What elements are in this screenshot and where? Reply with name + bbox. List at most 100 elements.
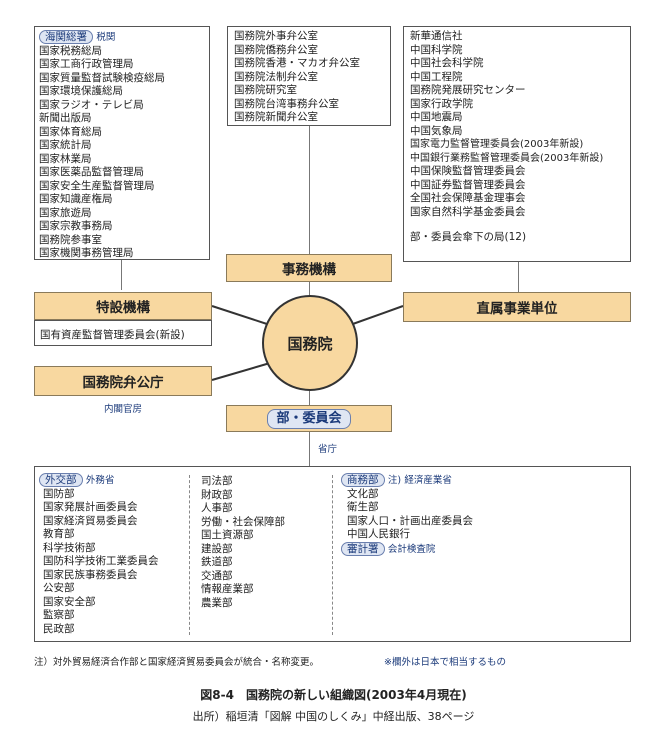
list-item: 国家人口・計画出産委員会: [347, 514, 473, 527]
col1-label: 外交部: [39, 473, 83, 487]
connector-jimu-circle: [309, 282, 310, 296]
list-item: 中国銀行業務監督管理委員会(2003年新設): [410, 152, 604, 164]
list-item: 国務院参事室: [39, 233, 102, 246]
col3-label-note2: 経済産業省: [404, 475, 452, 486]
col3-label: 商務部: [341, 473, 385, 487]
list-item: 国家統計局: [39, 139, 92, 151]
list-item: 鉄道部: [201, 556, 233, 568]
list-item: 国家工商行政管理局: [39, 58, 134, 70]
list-item: 建設部: [201, 542, 233, 555]
list-item: 民政部: [43, 622, 75, 635]
kokumuin-circle: 国務院: [262, 295, 358, 391]
list-item: 新聞出版局: [39, 112, 92, 124]
col3-label-note: 注): [387, 475, 402, 486]
tokusetsu-item-box: 国有資産監督管理委員会(新設): [34, 320, 212, 346]
list-item: 中国工程院: [410, 70, 463, 83]
list-item: 中国科学院: [410, 43, 463, 56]
bu-iinkai-label: 部・委員会: [267, 408, 351, 429]
list-item: 新華通信社: [410, 30, 463, 42]
list-item: 教育部: [43, 528, 75, 540]
list-item: 農業部: [201, 596, 233, 609]
list-item: 文化部: [347, 487, 379, 500]
footnote-right: ※欄外は日本で相当するもの: [384, 657, 506, 668]
col3-header: 商務部 注) 経済産業省: [341, 473, 473, 488]
col1-label-note: 外務省: [85, 475, 115, 486]
list-item: 衛生部: [347, 501, 379, 513]
tokusetsu-item: 国有資産監督管理委員会(新設): [40, 329, 185, 341]
list-item: 国家安全部: [43, 595, 96, 608]
bu-iinkai-box: 部・委員会: [226, 405, 392, 432]
caption-source: 出所）稲垣清「図解 中国のしくみ」中経出版、38ページ: [192, 710, 475, 723]
list-item: 国家質量監督試験検疫総局: [39, 71, 165, 84]
list-item: 国務院外事弁公室: [234, 30, 318, 42]
list-item: 中国保険監督管理委員会: [410, 165, 526, 177]
tokusetsu-kikou-box: 特設機構: [34, 292, 212, 320]
connector-bu-bottom: [309, 432, 310, 466]
list-item: 中国気象局: [410, 124, 463, 137]
list-item: 国家電力監督管理委員会(2003年新設): [410, 139, 584, 150]
list-item: 国家行政学院: [410, 97, 473, 110]
jimu-kikou-box: 事務機構: [226, 254, 392, 282]
left-top-header: 海関総署 税関: [39, 30, 165, 45]
list-item: 科学技術部: [43, 541, 96, 554]
list-item: 国家環境保護総局: [39, 85, 123, 97]
list-item: 財政部: [201, 488, 233, 501]
list-item: 国家発展計画委員会: [43, 501, 138, 513]
list-item: 国家林業局: [39, 152, 92, 165]
bengocho-note: 内閣官房: [103, 404, 142, 415]
bu-iinkai-note: 省庁: [318, 444, 338, 455]
bottom-col1: 外交部 外務省 国防部 国家発展計画委員会 国家経済貿易委員会 教育部 科学技術…: [39, 473, 159, 636]
list-item: 中国地震局: [410, 111, 463, 123]
list-item: 国家旅遊局: [39, 206, 92, 219]
middle-top-box: 国務院外事弁公室 国務院僑務弁公室 国務院香港・マカオ弁公室 国務院法制弁公室 …: [227, 26, 391, 126]
list-item: 情報産業部: [201, 583, 254, 595]
right-top-box: 新華通信社 中国科学院 中国社会科学院 中国工程院 国務院発展研究センター 国家…: [403, 26, 631, 262]
list-item: 国家安全生産監督管理局: [39, 179, 155, 192]
list-item: 中国社会科学院: [410, 57, 484, 69]
list-item: 国家自然科学基金委員会: [410, 205, 526, 218]
bottom-box: 外交部 外務省 国防部 国家発展計画委員会 国家経済貿易委員会 教育部 科学技術…: [34, 466, 631, 642]
list-item: 国家経済貿易委員会: [43, 514, 138, 527]
col3-label2-note: 会計検査院: [387, 543, 436, 555]
list-item: 国家知識産権局: [39, 193, 113, 205]
connector-left-top: [121, 260, 122, 290]
list-item: 国務院研究室: [234, 84, 297, 96]
list-item: 国家体育総局: [39, 125, 102, 138]
bottom-col2: 司法部 財政部 人事部 労働・社会保障部 国土資源部 建設部 鉄道部 交通部 情…: [201, 475, 285, 610]
list-item: 国務院発展研究センター: [410, 84, 526, 96]
list-item: 労働・社会保障部: [201, 515, 285, 528]
connector-middle-top: [309, 126, 310, 254]
header-label: 海関総署: [39, 30, 93, 44]
list-item: 中国人民銀行: [347, 528, 410, 540]
list-item: 国務院香港・マカオ弁公室: [234, 57, 360, 69]
col1-header: 外交部 外務省: [39, 473, 159, 488]
list-item: 全国社会保障基金理事会: [410, 192, 526, 204]
connector-right-top: [518, 262, 519, 292]
list-item: 人事部: [201, 502, 233, 514]
divider-2: [332, 475, 333, 635]
caption-title: 図8-4 国務院の新しい組織図(2003年4月現在): [200, 688, 467, 702]
list-item: 公安部: [43, 582, 75, 594]
footnote-left: 注）対外貿易経済合作部と国家経済貿易委員会が統合・名称変更。: [34, 657, 320, 668]
list-item: 中国証券監督管理委員会: [410, 178, 526, 191]
list-item: 国家民族事務委員会: [43, 568, 138, 581]
list-item: 国家税務総局: [39, 44, 102, 57]
list-item: 国務院法制弁公室: [234, 70, 318, 83]
list-item: 国家宗教事務局: [39, 220, 113, 232]
col3-header-2: 審計署 会計検査院: [341, 541, 473, 557]
bottom-col3: 商務部 注) 経済産業省 文化部 衛生部 国家人口・計画出産委員会 中国人民銀行…: [341, 473, 473, 556]
list-item: 国防部: [43, 487, 75, 500]
list-item: 国防科学技術工業委員会: [43, 555, 159, 567]
col3-label2: 審計署: [341, 541, 385, 556]
list-item: 交通部: [201, 569, 233, 582]
bengocho-box: 国務院弁公庁: [34, 366, 212, 396]
divider-1: [189, 475, 190, 635]
list-item: 監察部: [43, 609, 75, 621]
header-note: 税関: [96, 32, 116, 43]
right-top-footer: 部・委員会傘下の局(12): [410, 231, 527, 243]
connector-circle-bu: [309, 391, 310, 405]
left-top-box: 海関総署 税関 国家税務総局 国家工商行政管理局 国家質量監督試験検疫総局 国家…: [34, 26, 210, 260]
list-item: 国務院新聞弁公室: [234, 111, 318, 123]
list-item: 国家医薬品監督管理局: [39, 166, 144, 178]
